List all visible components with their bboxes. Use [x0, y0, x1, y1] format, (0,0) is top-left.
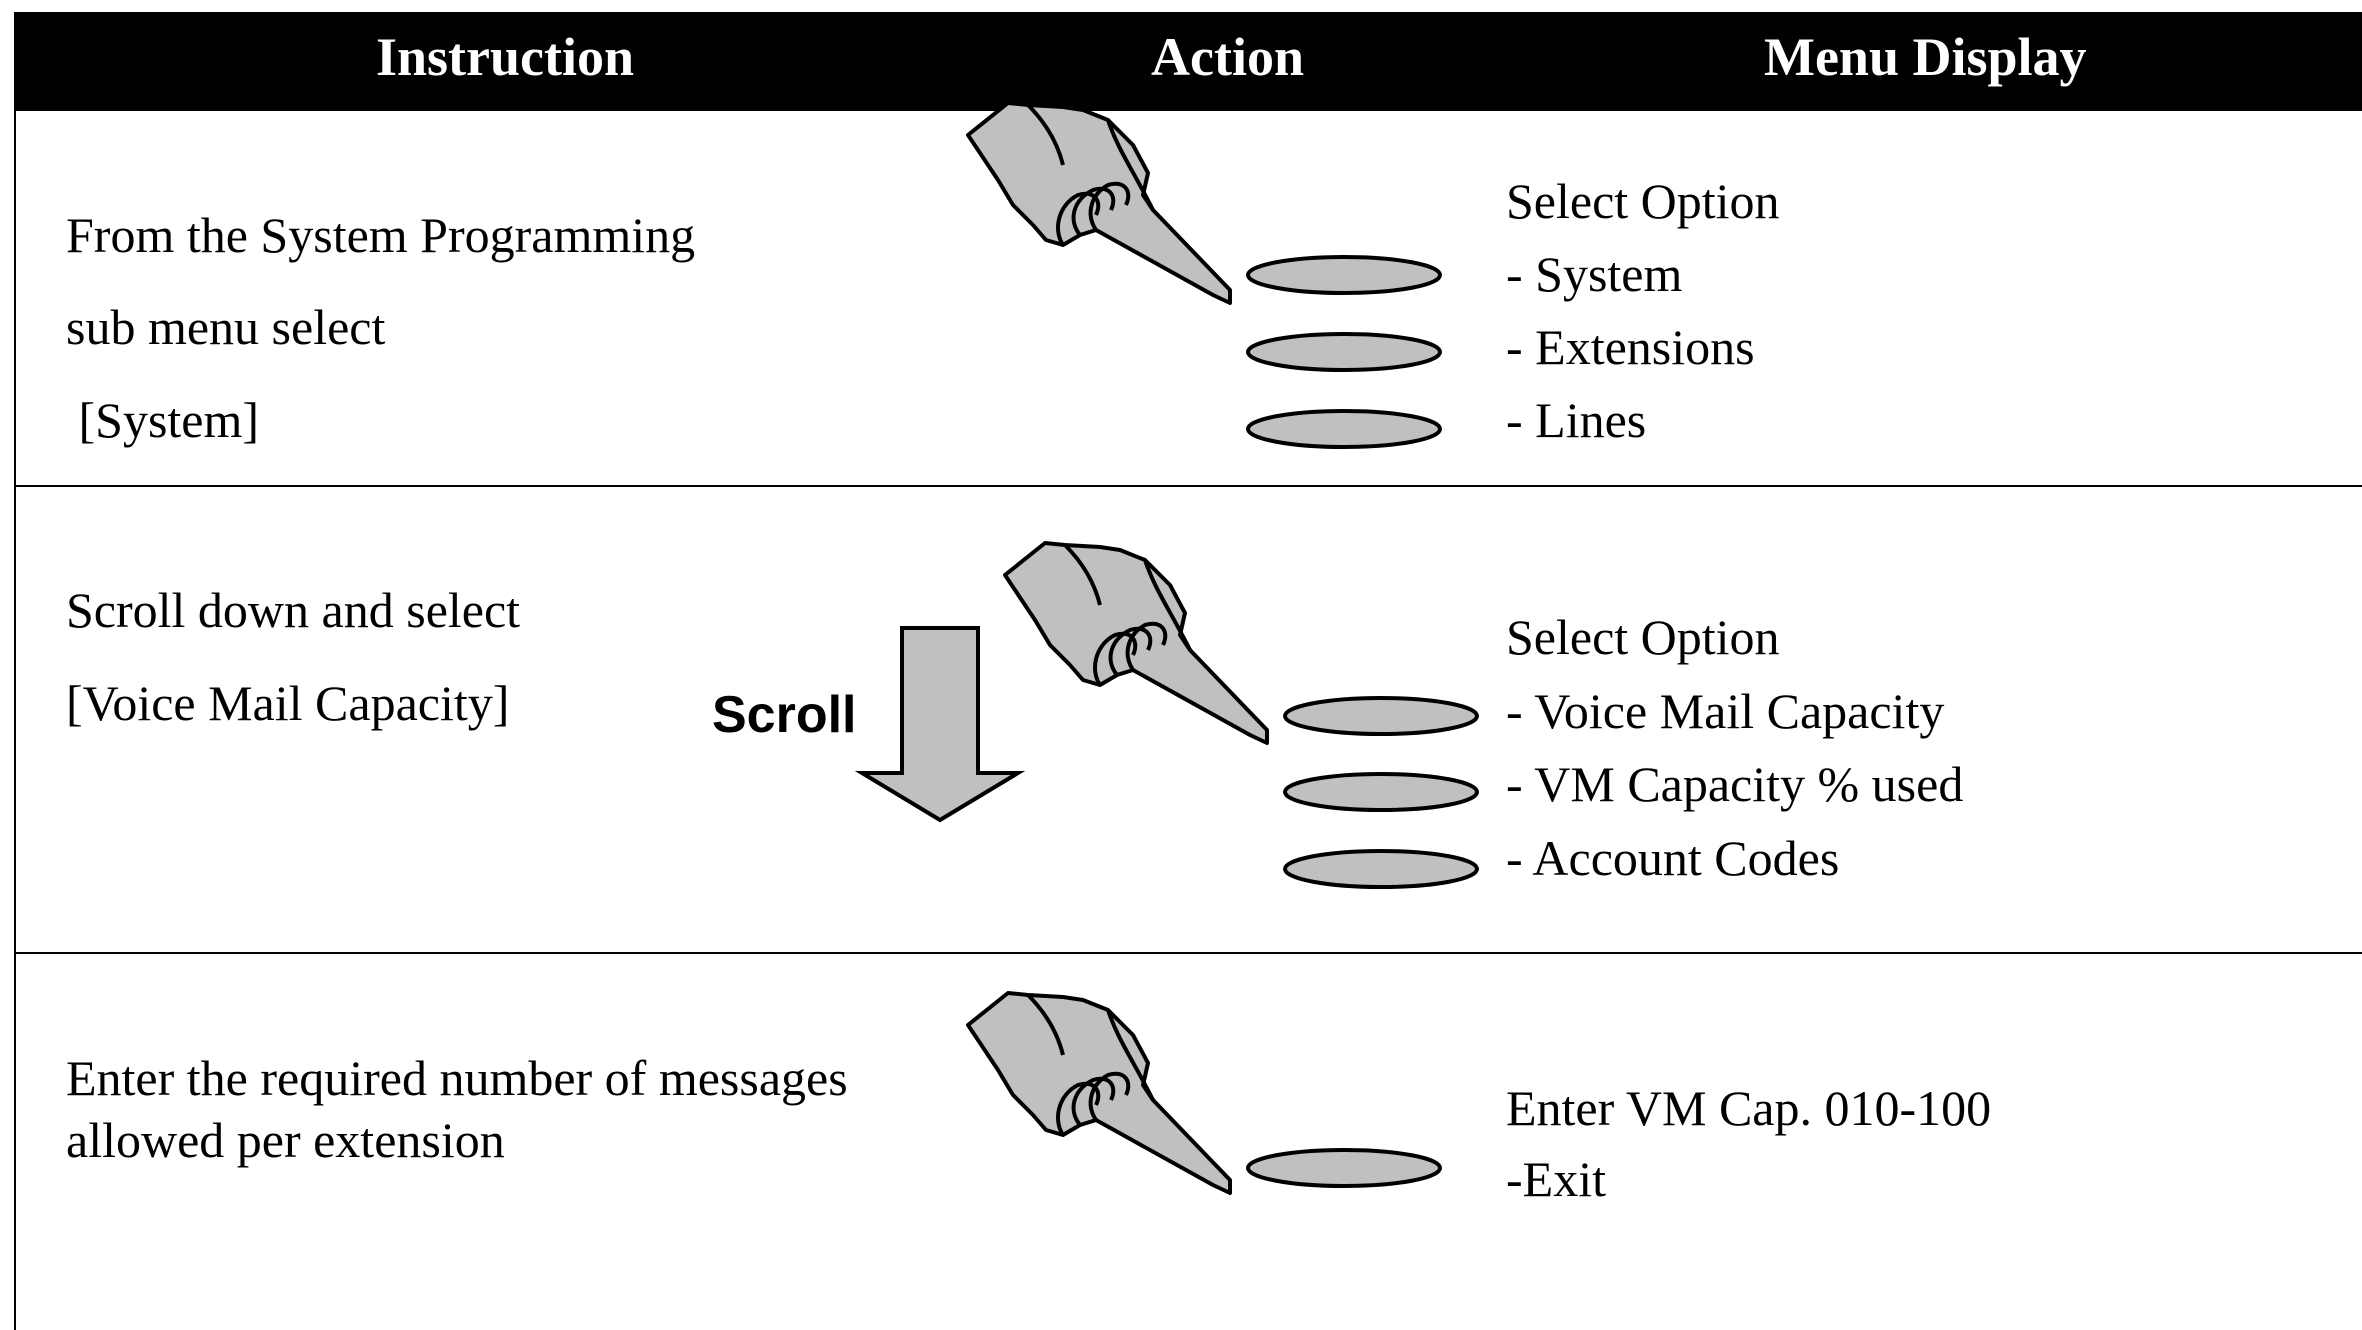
menu-display-line: - Lines [1506, 392, 1647, 448]
menu-display-line: Enter VM Cap. 010-100 [1506, 1080, 1992, 1136]
instruction-text: [System] [66, 392, 260, 448]
instruction-text: Enter the required number of messages [66, 1050, 848, 1106]
softkey-button [1283, 696, 1479, 736]
softkey-button [1246, 409, 1442, 449]
menu-display-line: - Voice Mail Capacity [1506, 683, 1945, 739]
header-action: Action [1151, 27, 1304, 87]
row-divider [16, 485, 2362, 487]
softkey-button [1246, 332, 1442, 372]
menu-display-line: - Extensions [1506, 319, 1755, 375]
menu-display-line: - System [1506, 246, 1683, 302]
pointing-hand-icon [966, 101, 1232, 305]
softkey-button [1246, 1148, 1442, 1188]
menu-display-line: -Exit [1506, 1151, 1606, 1207]
header-instruction: Instruction [376, 27, 635, 87]
softkey-button [1283, 772, 1479, 812]
table-header: Instruction Action Menu Display [16, 12, 2362, 111]
pointing-hand-icon [966, 991, 1232, 1195]
instruction-table: Instruction Action Menu Display [14, 12, 2362, 1330]
instruction-text: allowed per extension [66, 1112, 505, 1168]
menu-display-line: - Account Codes [1506, 830, 1840, 886]
pointing-hand-icon [1003, 541, 1269, 745]
header-menu-display: Menu Display [1764, 27, 2087, 87]
scroll-label: Scroll [712, 686, 857, 744]
softkey-button [1246, 255, 1442, 295]
scroll-down-arrow-icon [854, 626, 1026, 823]
menu-display-line: Select Option [1506, 173, 1780, 229]
softkey-button [1283, 849, 1479, 889]
instruction-text: From the System Programming [66, 207, 696, 263]
row-divider [16, 952, 2362, 954]
menu-display-line: - VM Capacity % used [1506, 756, 1964, 812]
menu-display-line: Select Option [1506, 609, 1780, 665]
instruction-text: Scroll down and select [66, 582, 521, 638]
instruction-text: sub menu select [66, 299, 386, 355]
instruction-text: [Voice Mail Capacity] [66, 675, 510, 731]
